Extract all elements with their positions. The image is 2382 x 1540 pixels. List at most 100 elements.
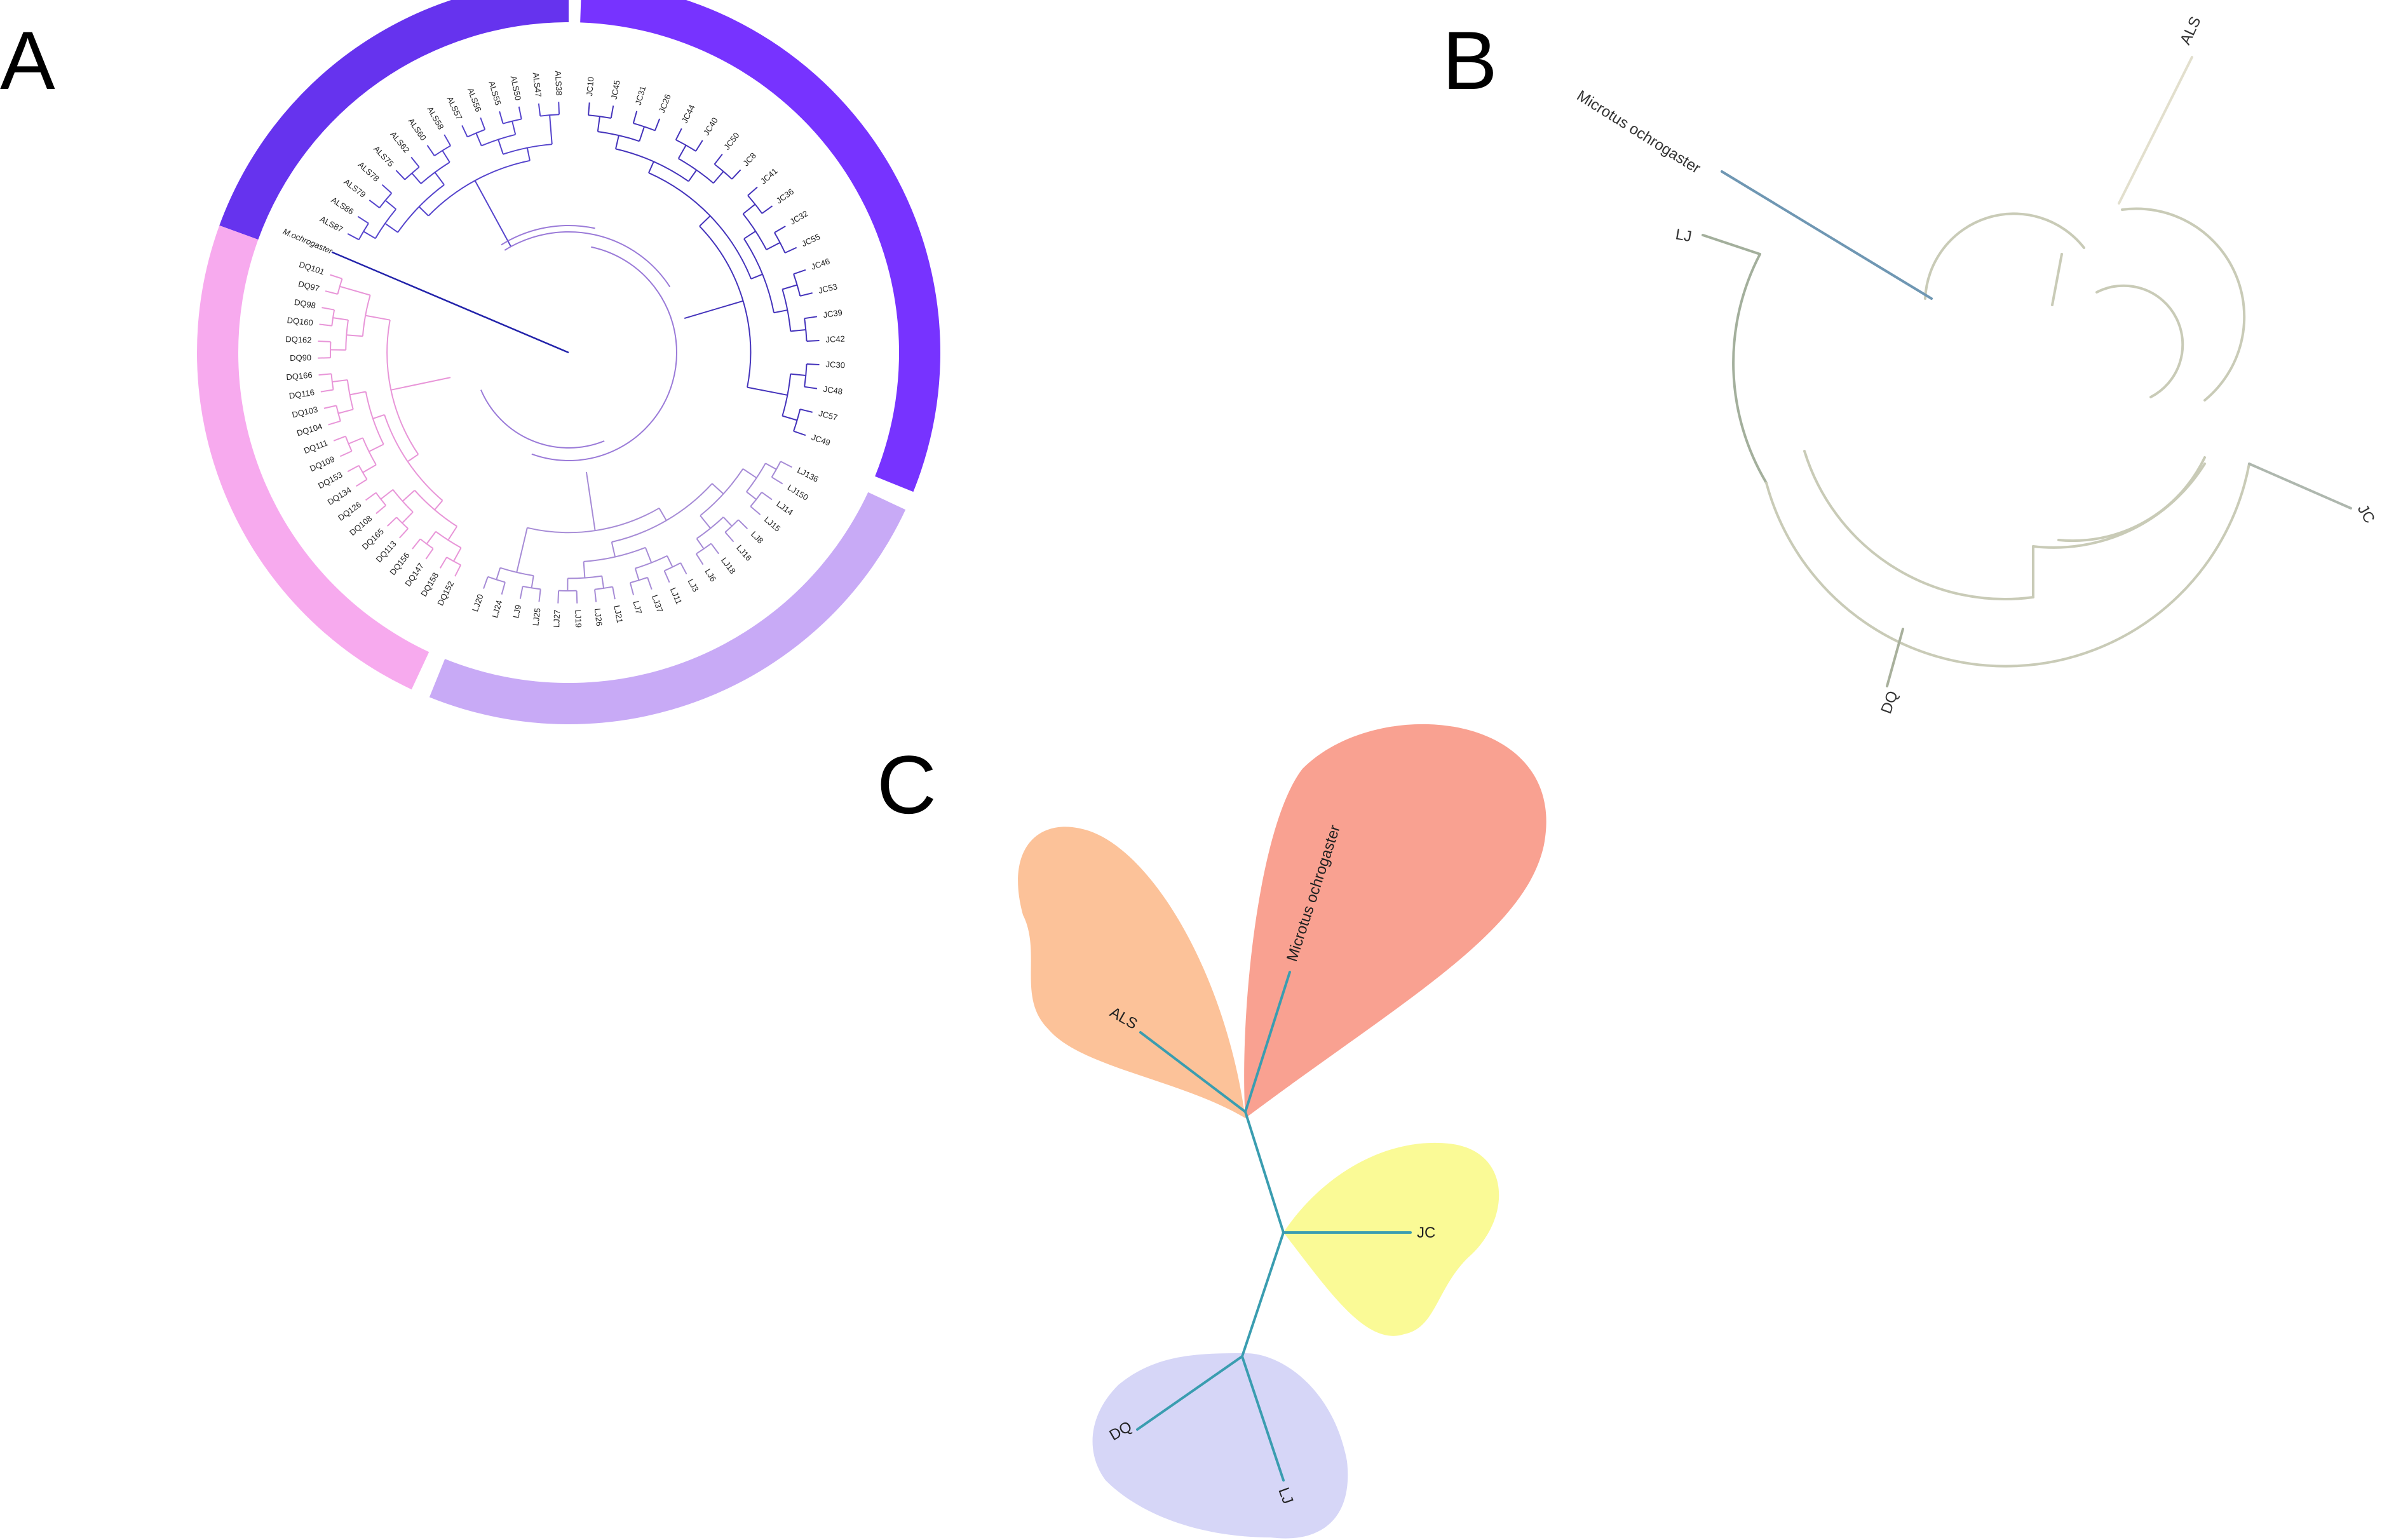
panel-a-circular-tree: ALS87ALS86ALS79ALS78ALS75ALS62ALS60ALS58… — [197, 0, 940, 724]
tip-label: JC32 — [788, 208, 810, 226]
tip-label: JC39 — [823, 307, 843, 320]
panel-label-a: A — [0, 14, 55, 107]
tip-label: LJ26 — [593, 608, 604, 627]
tip-label: ALS79 — [342, 177, 367, 199]
tip-b-jc: JC — [2354, 502, 2378, 527]
branch-b-microtus-stem — [1722, 172, 1932, 299]
blob-c-microtus — [1244, 724, 1546, 1118]
tip-label: JC55 — [800, 232, 822, 248]
tip-label: DQ116 — [288, 388, 315, 401]
tip-label: LJ24 — [490, 599, 504, 619]
tip-label: DQ111 — [302, 438, 329, 456]
tip-label: JC41 — [759, 166, 780, 186]
panel-label-b: B — [1442, 14, 1498, 107]
branch-b-inner-stub — [2052, 254, 2062, 305]
tip-label: JC44 — [680, 103, 697, 125]
tip-label: LJ18 — [719, 555, 738, 576]
tip-label: JC48 — [823, 384, 843, 396]
tip-label: LJ20 — [470, 593, 485, 613]
tip-label: LJ150 — [786, 482, 810, 502]
tip-label: LJ6 — [703, 567, 718, 583]
tree-b-branches — [1703, 57, 2351, 686]
tip-label: DQ97 — [297, 279, 321, 294]
branch-b-inner-lower-arc — [1804, 451, 2033, 599]
tip-label: LJ15 — [762, 515, 782, 534]
branch-b-jc-inner-2 — [2059, 457, 2205, 541]
tip-b-lj: LJ — [1674, 226, 1693, 245]
tip-label: JC8 — [741, 151, 758, 168]
tip-label: JC50 — [722, 131, 741, 152]
tip-label: DQ108 — [348, 513, 374, 537]
panel-label-c: C — [877, 738, 937, 831]
tip-label: DQ104 — [295, 421, 323, 438]
branch-b-als-inner — [2097, 286, 2182, 397]
tip-label: ALS75 — [372, 144, 396, 169]
tip-label: ALS87 — [318, 214, 344, 234]
tip-label: LJ9 — [511, 604, 523, 619]
tip-c-jc: JC — [1417, 1224, 1435, 1241]
tip-label: LJ11 — [668, 586, 684, 605]
backbone-branches — [481, 226, 677, 461]
tip-label: ALS50 — [509, 75, 523, 101]
tip-label: LJ136 — [795, 465, 820, 484]
outgroup-label: M.ochrogaster — [281, 226, 334, 256]
branch-b-jc-inner-arc — [2033, 464, 2205, 548]
tip-label: JC26 — [657, 93, 673, 114]
clade-branches-lj — [484, 461, 792, 604]
tip-label: JC46 — [810, 256, 832, 271]
tip-b-microtus: Microtus ochrogaster — [1574, 87, 1703, 177]
tip-label: DQ90 — [290, 353, 311, 363]
tip-label: DQ152 — [435, 579, 456, 607]
tip-b-als: ALS — [2177, 14, 2205, 48]
tip-label: DQ153 — [316, 469, 344, 490]
tip-label: ALS47 — [531, 72, 544, 98]
tip-label: JC53 — [817, 281, 838, 295]
tip-label: DQ126 — [336, 499, 363, 522]
tip-label: LJ14 — [775, 499, 795, 517]
tip-label: JC49 — [810, 432, 832, 447]
tip-label: ALS60 — [407, 116, 428, 142]
outgroup-branch — [332, 252, 569, 353]
tip-label: DQ113 — [374, 539, 398, 564]
blob-c-jc — [1283, 1143, 1499, 1336]
tip-label: DQ166 — [286, 370, 313, 382]
tip-label: ALS55 — [487, 80, 503, 107]
tip-label: LJ25 — [531, 607, 542, 626]
tip-label: JC57 — [818, 409, 839, 422]
tip-label: DQ156 — [388, 551, 411, 578]
tip-b-dq: DQ — [1878, 689, 1902, 716]
clade-branches-jc — [588, 102, 819, 435]
branch-b-lj-arc — [1733, 254, 1766, 483]
tip-label: JC30 — [825, 360, 845, 370]
branch-b-als-arc — [2122, 209, 2244, 400]
tip-label: LJ3 — [686, 577, 701, 593]
tip-label: ALS58 — [425, 105, 445, 131]
tip-label: DQ147 — [403, 561, 426, 588]
tip-label: ALS57 — [445, 95, 464, 121]
tip-label: DQ165 — [360, 527, 386, 551]
tip-label: LJ8 — [749, 529, 765, 545]
tip-label: ALS86 — [329, 195, 355, 217]
branch-b-jc-stub — [2249, 464, 2351, 508]
blob-c-als — [1018, 827, 1245, 1118]
tip-label: LJ7 — [631, 600, 644, 615]
tip-label: DQ101 — [298, 259, 326, 276]
tip-label: JC36 — [775, 187, 795, 206]
clade-ring-jc — [580, 0, 940, 492]
clade-branches-dq — [318, 274, 461, 576]
tip-label: DQ134 — [326, 485, 353, 507]
branch-b-lj-stem — [1703, 235, 1760, 254]
tip-label: LJ16 — [734, 543, 754, 563]
tip-label: ALS56 — [466, 86, 484, 113]
tip-label: LJ27 — [552, 609, 562, 628]
tip-label: ALS78 — [356, 160, 381, 184]
tip-label: JC45 — [609, 79, 622, 100]
tip-label: JC10 — [585, 76, 595, 96]
tip-label: ALS62 — [388, 130, 411, 155]
tip-label: LJ37 — [650, 593, 665, 614]
tip-label: LJ21 — [612, 604, 625, 623]
tip-label: JC42 — [825, 334, 845, 344]
tip-label: ALS38 — [553, 71, 564, 96]
clade-ring-dq — [197, 226, 429, 689]
